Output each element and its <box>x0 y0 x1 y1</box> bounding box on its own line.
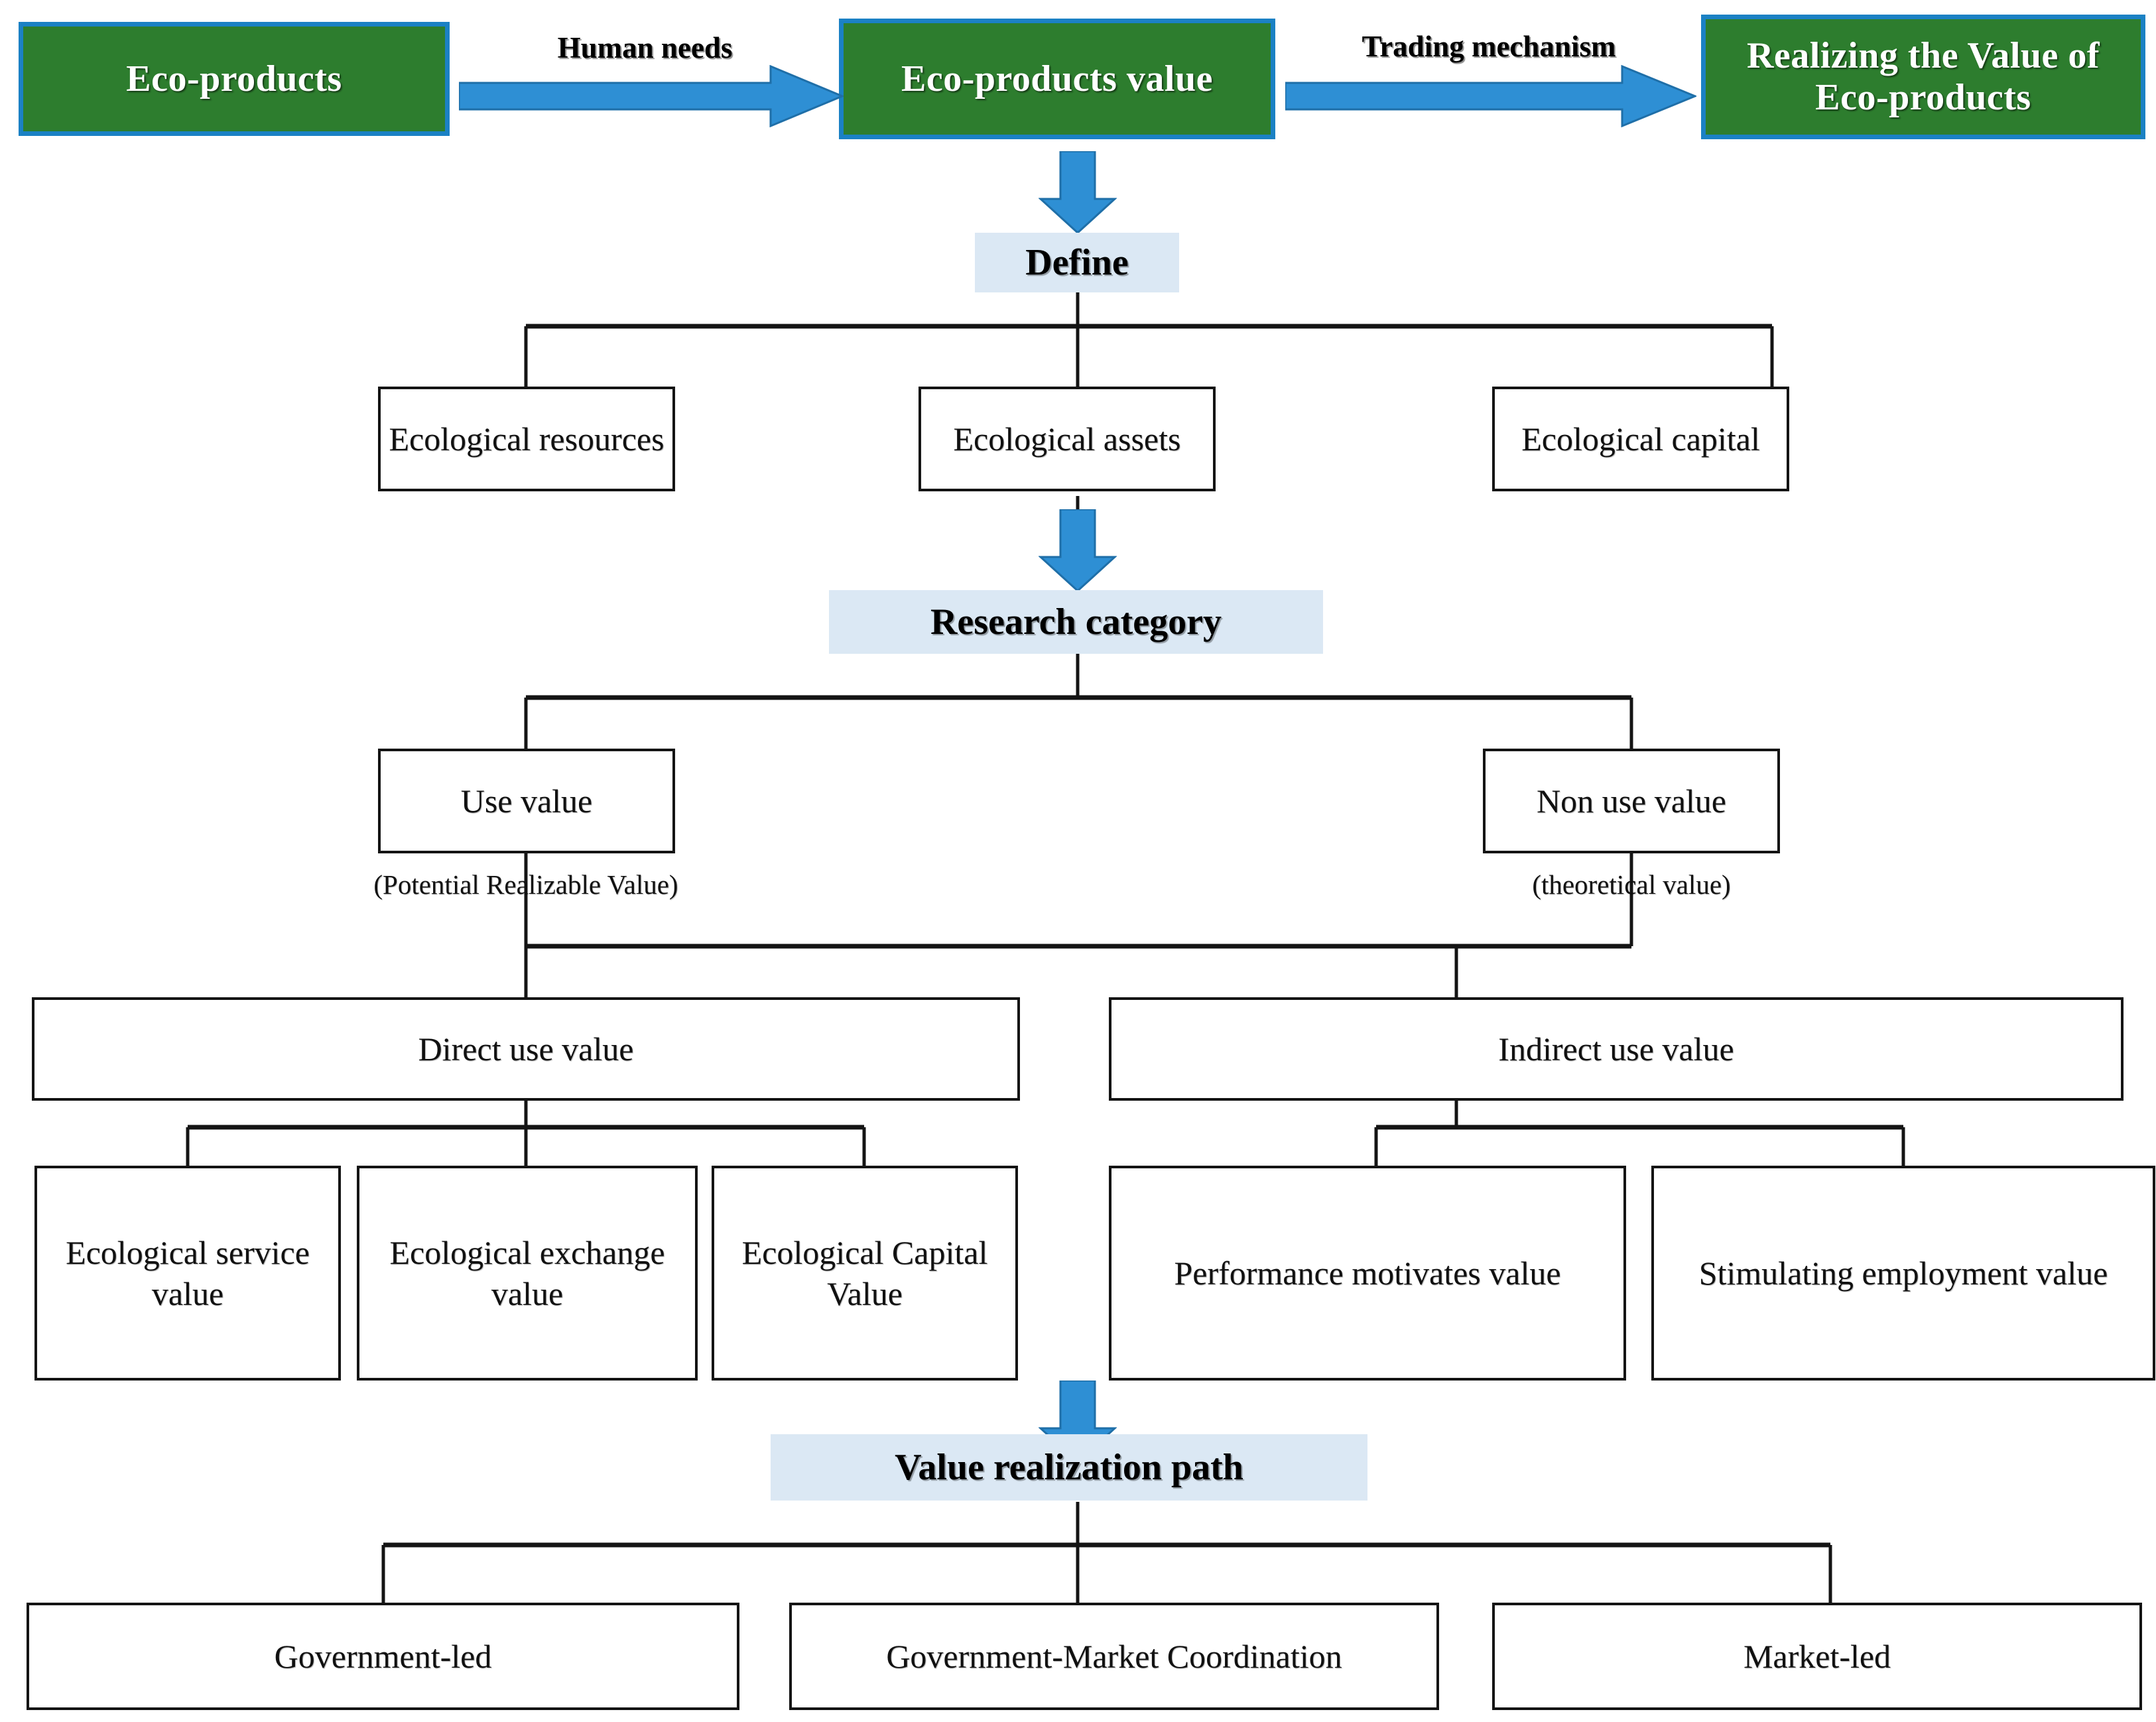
node-use-value[interactable]: Use value <box>378 749 675 853</box>
arrow-right-human-needs <box>459 65 844 127</box>
stage-value-realization-path[interactable]: Value realization path <box>771 1434 1367 1501</box>
node-stimulating-employment-value[interactable]: Stimulating employment value <box>1651 1166 2155 1381</box>
node-government-led[interactable]: Government-led <box>27 1603 739 1710</box>
node-ecological-service-value[interactable]: Ecological service value <box>34 1166 341 1381</box>
node-non-use-value[interactable]: Non use value <box>1483 749 1780 853</box>
caption-non-use-value: (theoretical value) <box>1532 869 1731 900</box>
caption-use-value: (Potential Realizable Value) <box>373 869 678 900</box>
node-ecological-capital[interactable]: Ecological capital <box>1492 387 1789 491</box>
node-ecological-exchange-value[interactable]: Ecological exchange value <box>357 1166 698 1381</box>
node-ecological-capital-value[interactable]: Ecological Capital Value <box>712 1166 1018 1381</box>
stage-define[interactable]: Define <box>975 233 1179 292</box>
node-government-market-coordination[interactable]: Government-Market Coordination <box>789 1603 1439 1710</box>
node-performance-motivates-value[interactable]: Performance motivates value <box>1109 1166 1626 1381</box>
edge-label-human-needs: Human needs <box>557 31 733 64</box>
node-direct-use-value[interactable]: Direct use value <box>32 997 1020 1101</box>
stage-research-category[interactable]: Research category <box>829 590 1323 654</box>
edge-label-trading-mechanism: Trading mechanism <box>1362 30 1616 63</box>
node-market-led[interactable]: Market-led <box>1492 1603 2142 1710</box>
arrow-right-trading-mechanism <box>1285 65 1696 127</box>
node-realizing-the-value-of-eco-products[interactable]: Realizing the Value of Eco-products <box>1701 15 2145 139</box>
node-eco-products-value[interactable]: Eco-products value <box>839 19 1275 139</box>
node-eco-products[interactable]: Eco-products <box>19 22 450 136</box>
node-indirect-use-value[interactable]: Indirect use value <box>1109 997 2124 1101</box>
node-ecological-assets[interactable]: Ecological assets <box>919 387 1216 491</box>
node-ecological-resources[interactable]: Ecological resources <box>378 387 675 491</box>
arrow-down-to-define <box>1039 151 1117 234</box>
arrow-down-to-research-category <box>1039 509 1117 592</box>
